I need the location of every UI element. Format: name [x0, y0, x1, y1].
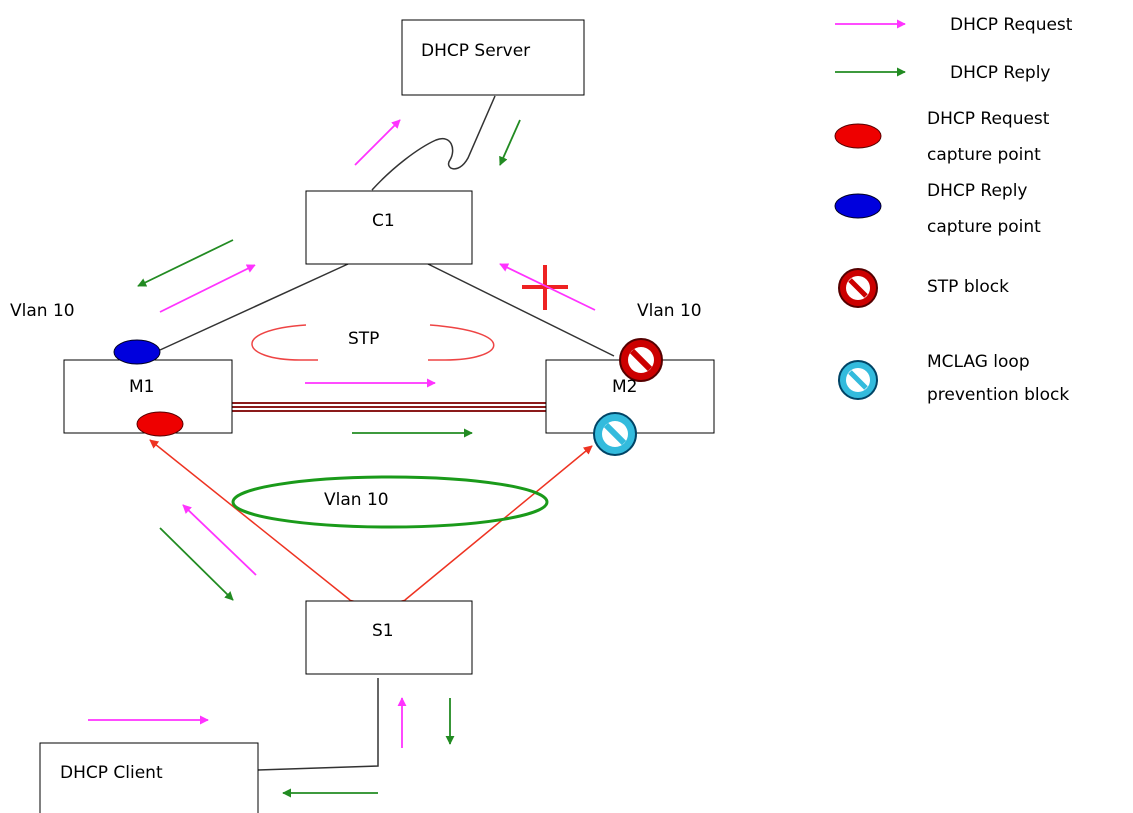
legend-reply-capture-label-1: DHCP Reply: [927, 181, 1028, 201]
legend-request-capture-label-1: DHCP Request: [927, 109, 1050, 129]
legend-mclag-block-icon: [838, 360, 878, 400]
legend-request-capture-label-2: capture point: [927, 145, 1041, 165]
c1-label: C1: [372, 211, 395, 231]
stp-label: STP: [348, 329, 380, 349]
request-arrow-to-c1: [159, 264, 256, 313]
stp-block-icon: [619, 338, 663, 382]
c1-m1-link: [159, 263, 349, 351]
m1-label: M1: [129, 377, 155, 397]
dhcp-client-label: DHCP Client: [60, 763, 163, 783]
legend-mclag-label-1: MCLAG loop: [927, 352, 1030, 372]
stp-arc-left: [251, 324, 318, 361]
legend-reply-capture-icon: [834, 193, 882, 219]
vlan-right-label: Vlan 10: [637, 301, 702, 321]
dhcp-server-label: DHCP Server: [421, 41, 531, 61]
reply-arrow-to-s1: [159, 527, 234, 601]
c1-box: [305, 190, 473, 265]
s1-m1-link: [149, 439, 360, 609]
legend-reply-label: DHCP Reply: [950, 63, 1051, 83]
blocked-request-mark: [522, 265, 568, 310]
legend-stp-block-label: STP block: [927, 277, 1009, 297]
m2-label: M2: [612, 377, 638, 397]
server-c1-link: [371, 95, 496, 191]
s1-m2-link: [395, 445, 593, 609]
request-capture-point-m1: [136, 411, 184, 437]
dhcp-client-box: [39, 742, 259, 813]
s1-client-link: [257, 678, 379, 771]
legend-request-capture-icon: [834, 123, 882, 149]
s1-box: [305, 600, 473, 675]
dhcp-server-box: [401, 19, 585, 96]
s1-label: S1: [372, 621, 394, 641]
vlan-bottom-label: Vlan 10: [324, 490, 389, 510]
request-arrow-blocked: [499, 263, 596, 311]
reply-capture-point-m1: [113, 339, 161, 365]
request-arrow-to-m1: [182, 504, 257, 576]
c1-m2-link: [427, 263, 615, 357]
reply-arrow-from-server: [499, 119, 521, 166]
vlan-left-label: Vlan 10: [10, 301, 75, 321]
legend-request-label: DHCP Request: [950, 15, 1073, 35]
reply-arrow-to-m1: [137, 239, 234, 287]
request-arrow-to-server: [354, 119, 401, 166]
legend-mclag-label-2: prevention block: [927, 385, 1070, 405]
peer-link: [232, 402, 546, 412]
vlan-ellipse: [231, 475, 549, 529]
mclag-block-icon: [593, 412, 637, 456]
legend-stp-block-icon: [838, 268, 878, 308]
legend-reply-capture-label-2: capture point: [927, 217, 1041, 237]
stp-arc-right: [428, 324, 495, 361]
